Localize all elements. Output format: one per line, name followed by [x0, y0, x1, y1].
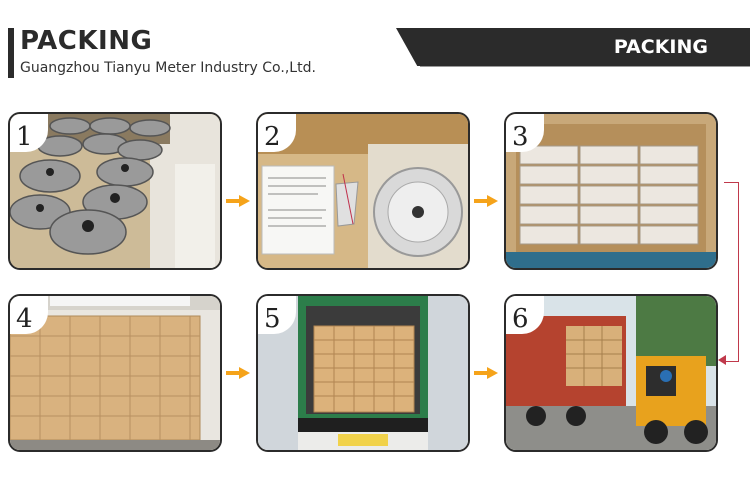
step-number: 1 — [16, 122, 33, 152]
loaded-container-truck-image — [258, 296, 468, 450]
step-3-photo: 3 — [504, 112, 718, 270]
arrow-right-icon — [474, 195, 498, 207]
step-5-photo: 5 — [256, 294, 470, 452]
arrow-right-icon — [474, 367, 498, 379]
arrow-right-icon — [226, 367, 250, 379]
arrow-right-icon — [226, 195, 250, 207]
step-4-photo: 4 — [8, 294, 222, 452]
step-number: 4 — [16, 304, 33, 334]
boxes-in-carton-image — [506, 114, 716, 268]
step-number: 5 — [264, 304, 281, 334]
company-name: Guangzhou Tianyu Meter Industry Co.,Ltd. — [20, 60, 316, 76]
meters-on-table-image — [10, 114, 220, 268]
step-number: 6 — [512, 304, 529, 334]
flow-bracket-connector — [724, 182, 739, 362]
banner-divider — [420, 66, 750, 67]
step-1-photo: 1 — [8, 112, 222, 270]
title-banner: PACKING — [396, 28, 750, 66]
page-title: PACKING — [20, 26, 153, 56]
step-2-photo: 2 — [256, 112, 470, 270]
step-6-photo: 6 — [504, 294, 718, 452]
banner-title: PACKING — [613, 36, 708, 58]
header-accent-bar — [8, 28, 14, 78]
step-number: 3 — [512, 122, 529, 152]
arrow-left-icon — [718, 355, 726, 365]
step-number: 2 — [264, 122, 281, 152]
